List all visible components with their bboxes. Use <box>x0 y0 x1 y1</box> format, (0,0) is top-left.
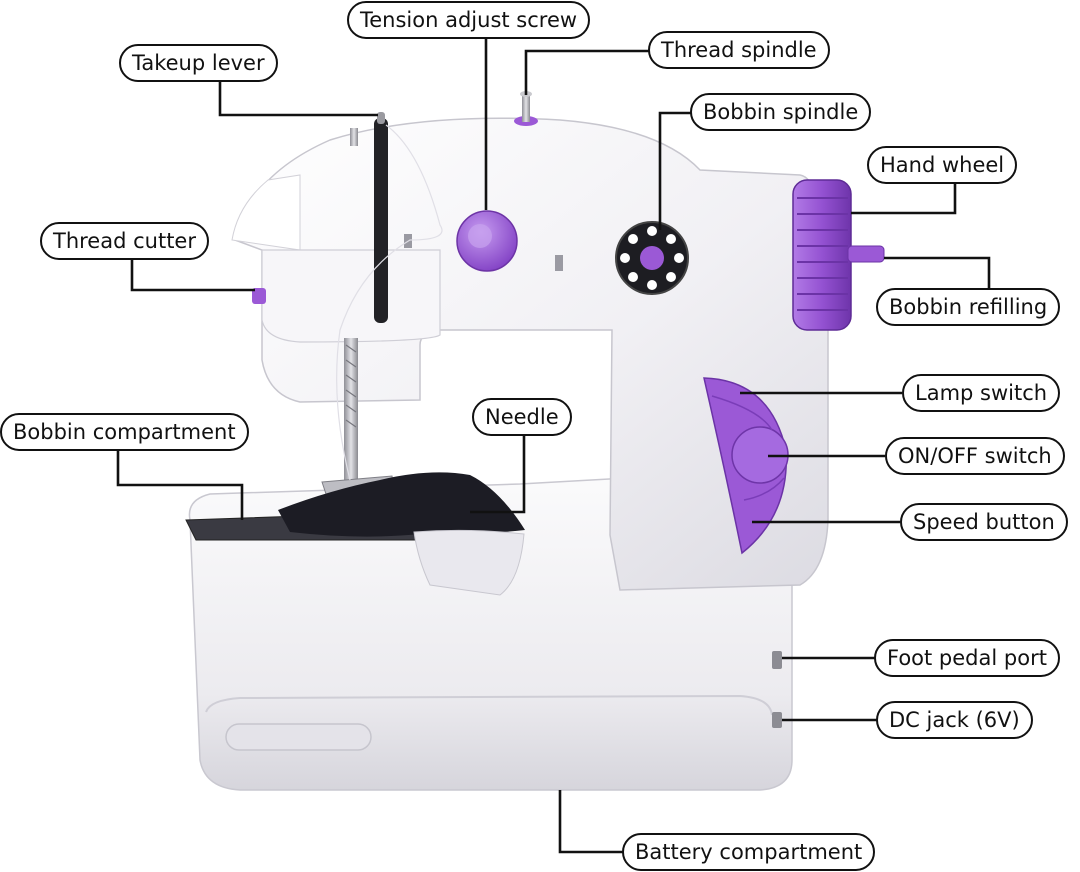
leader-lines <box>116 38 991 854</box>
label-lamp-switch: Lamp switch <box>902 374 1061 412</box>
label-takeup-lever: Takeup lever <box>119 44 278 82</box>
label-thread-cutter: Thread cutter <box>40 222 209 260</box>
hand-wheel-part <box>792 179 885 331</box>
thread-line <box>336 124 443 481</box>
label-dc-jack: DC jack (6V) <box>876 701 1033 739</box>
thread-spindle-part <box>350 91 538 146</box>
takeup-lever-part <box>374 112 388 323</box>
tension-knob <box>456 210 518 272</box>
label-needle: Needle <box>472 398 572 436</box>
switch-panel <box>703 377 789 555</box>
battery-cover-slot <box>225 723 372 751</box>
bobbin-part <box>615 221 689 295</box>
label-tension-adjust-screw: Tension adjust screw <box>347 1 591 39</box>
label-bobbin-refilling: Bobbin refilling <box>876 288 1061 326</box>
fabric-piece <box>278 472 525 596</box>
label-bobbin-compartment: Bobbin compartment <box>0 413 249 451</box>
label-foot-pedal-port: Foot pedal port <box>874 639 1060 677</box>
ports <box>772 651 782 728</box>
label-on-off-switch: ON/OFF switch <box>885 437 1065 475</box>
label-bobbin-spindle: Bobbin spindle <box>690 93 872 131</box>
label-thread-spindle: Thread spindle <box>648 31 830 69</box>
label-speed-button: Speed button <box>900 503 1068 541</box>
label-hand-wheel: Hand wheel <box>867 146 1018 184</box>
label-battery-compartment: Battery compartment <box>622 833 876 871</box>
thread-cutter-part <box>252 288 266 304</box>
